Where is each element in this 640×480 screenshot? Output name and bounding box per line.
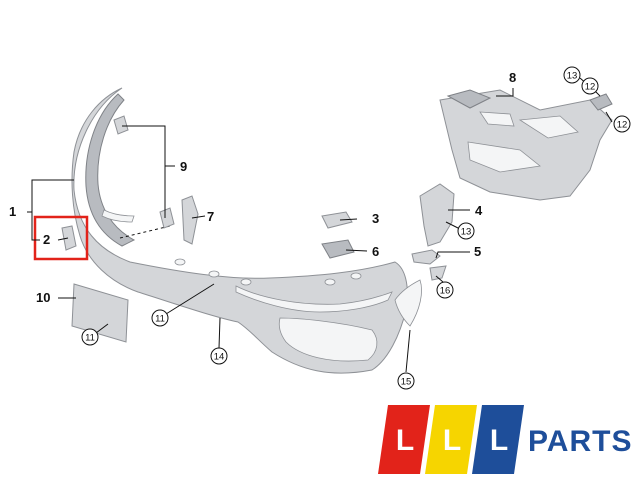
- callout-12-b: 12: [617, 120, 628, 131]
- clip-9-lower: [159, 207, 175, 229]
- callout-5: 5: [474, 244, 481, 259]
- leader-lines: [27, 77, 613, 373]
- callout-8: 8: [509, 70, 516, 85]
- clip-9-upper: [113, 115, 129, 135]
- circled-callouts: 11 11 12 12 13 13 14 15 16: [81, 66, 631, 390]
- callout-11-a: 11: [155, 314, 165, 325]
- logo-letter-3: L: [490, 424, 508, 457]
- callout-13-b: 13: [461, 227, 472, 238]
- callout-7: 7: [207, 209, 214, 224]
- logo-letter-1: L: [396, 424, 414, 457]
- tow-eye-cover-6: [321, 239, 355, 259]
- callout-9: 9: [180, 159, 187, 174]
- callout-12-a: 12: [585, 82, 596, 93]
- callout-2: 2: [43, 232, 50, 247]
- callout-11-b: 11: [85, 333, 95, 344]
- logo-yellow-block: [425, 405, 477, 474]
- support-bracket: [439, 89, 613, 201]
- logo-word: PARTS: [528, 425, 632, 458]
- callout-14: 14: [214, 352, 225, 363]
- callout-numbers: 1 2 3 4 5 6 7 8 9 10: [9, 70, 516, 305]
- callout-6: 6: [372, 244, 379, 259]
- logo-blue-block: [472, 405, 524, 474]
- clip-5: [411, 249, 441, 265]
- callout-1: 1: [9, 204, 16, 219]
- logo-letter-2: L: [443, 424, 461, 457]
- logo-red-block: [378, 405, 430, 474]
- bumper-trim-panel: [71, 87, 422, 374]
- highlight-box: [33, 215, 89, 261]
- part-2-bracket: [61, 225, 77, 251]
- callout-16: 16: [440, 286, 451, 297]
- callout-4: 4: [475, 203, 483, 218]
- lll-parts-logo: L L L PARTS: [378, 405, 632, 474]
- licence-plate-base-10: [71, 283, 129, 343]
- callout-10: 10: [36, 290, 50, 305]
- callout-15: 15: [401, 377, 412, 388]
- side-bracket-4: [419, 183, 455, 247]
- callout-13-a: 13: [567, 71, 578, 82]
- clip-16: [429, 265, 447, 281]
- bracket-7: [181, 195, 199, 245]
- cover-cap-3: [321, 211, 353, 229]
- callout-3: 3: [372, 211, 379, 226]
